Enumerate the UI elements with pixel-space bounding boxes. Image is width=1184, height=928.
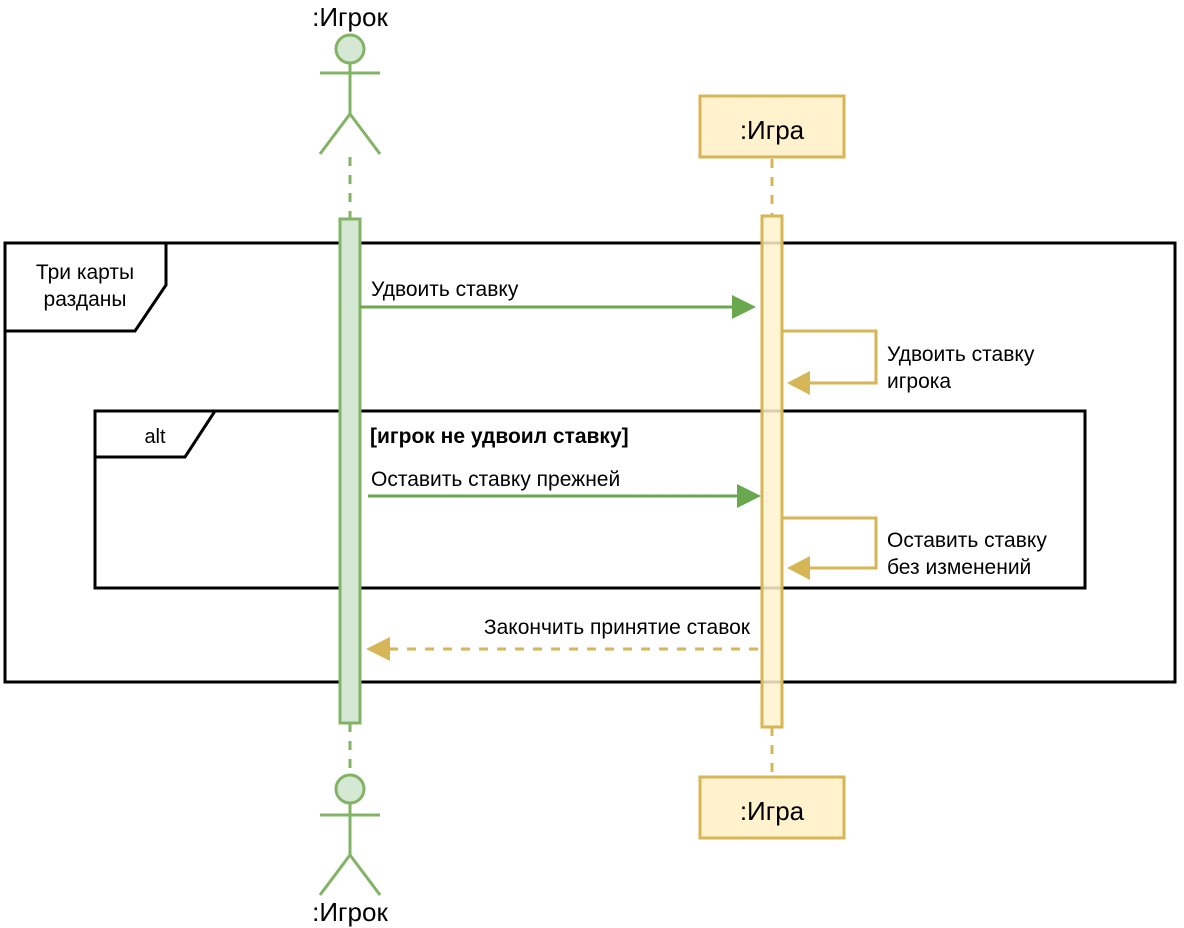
alt-fragment: alt [игрок не удвоил ставку] [93,409,1087,590]
actor-bottom-label: :Игрок [312,897,388,927]
message-keep-bet-label: Оставить ставку прежней [371,468,620,491]
message-end-betting-label: Закончить принятие ставок [484,616,751,639]
self-message-keep: Оставить ставку без изменений [782,516,1047,580]
game-box-bottom: :Игра [698,775,846,840]
game-top-label: :Игра [740,115,805,145]
actor-top-label: :Игрок [312,2,388,32]
message-double-bet-label: Удвоить ставку [371,278,519,301]
self-message-keep-label-line1: Оставить ставку [887,529,1047,552]
actor-bottom-icon [318,773,382,896]
actor-top: :Игрок [312,2,388,155]
game-bottom-label: :Игра [740,796,805,826]
outer-fragment: Три карты разданы [3,241,1177,684]
message-keep-bet: Оставить ставку прежней [368,468,761,508]
message-end-betting: Закончить принятие ставок [366,616,758,661]
actor-top-icon [318,33,382,155]
message-double-bet: Удвоить ставку [360,278,756,319]
self-message-double-label-line2: игрока [887,370,951,393]
game-activation-bar [760,214,784,729]
game-box-top: :Игра [698,94,846,159]
self-message-double: Удвоить ставку игрока [782,329,1035,395]
actor-bottom: :Игрок [312,773,388,927]
self-message-keep-label-line2: без изменений [887,556,1031,579]
alt-guard-label: [игрок не удвоил ставку] [370,425,629,448]
alt-operator-label: alt [144,426,166,448]
actor-activation-bar [338,217,362,725]
outer-fragment-label-line1: Три карты [36,261,134,284]
self-message-double-label-line1: Удвоить ставку [887,343,1035,366]
outer-fragment-label-line2: разданы [44,288,127,311]
